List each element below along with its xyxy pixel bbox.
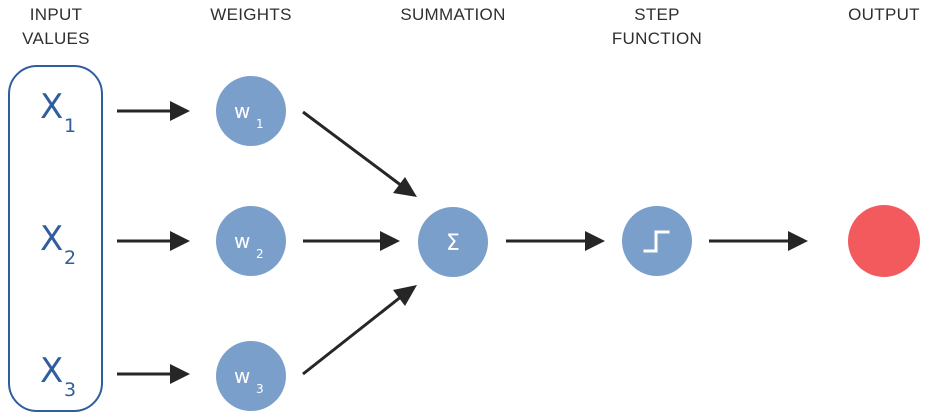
input-x1: X 1 [40, 87, 76, 137]
header-step-line2: FUNCTION [612, 29, 702, 48]
header-input-line2: VALUES [22, 29, 90, 48]
svg-text:X: X [40, 87, 63, 127]
weight-w2-subscript: 2 [256, 247, 264, 261]
output-node [848, 205, 920, 277]
header-output: OUTPUT [848, 5, 920, 24]
header-weights: WEIGHTS [210, 5, 291, 24]
input-x3-subscript: 3 [64, 379, 76, 401]
arrow-x1-w1 [117, 101, 190, 121]
arrow-w1-sum [302, 110, 417, 197]
header-summation: SUMMATION [400, 5, 505, 24]
input-values-box [8, 65, 103, 412]
step-function-node [622, 206, 692, 276]
input-x2-symbol: X [40, 219, 63, 259]
input-x1-symbol: X [40, 87, 63, 127]
weight-w2-symbol: w [234, 229, 250, 253]
arrow-x3-w3 [117, 364, 190, 384]
summation-symbol: Σ [446, 231, 460, 256]
input-x3-symbol: X [40, 351, 63, 391]
svg-text:X: X [40, 219, 63, 259]
input-x3: X 3 [40, 351, 76, 401]
input-x1-subscript: 1 [64, 115, 76, 137]
arrow-w3-sum [302, 285, 417, 376]
arrow-x2-w2 [117, 231, 190, 251]
header-step-line1: STEP [634, 5, 680, 24]
weight-node-w2: w 2 [216, 206, 286, 276]
weight-w1-symbol: w [234, 99, 250, 123]
summation-node: Σ [418, 207, 488, 277]
weight-node-w3: w 3 [216, 341, 286, 411]
input-x2: X 2 [40, 219, 76, 269]
header-input-line1: INPUT [30, 5, 83, 24]
weight-node-w1: w 1 [216, 76, 286, 146]
input-x2-subscript: 2 [64, 247, 76, 269]
weight-w1-subscript: 1 [256, 117, 264, 131]
step-function-icon [643, 230, 670, 253]
svg-text:X: X [40, 351, 63, 391]
arrow-w2-sum [303, 231, 400, 251]
weight-w3-subscript: 3 [256, 382, 264, 396]
weight-w3-symbol: w [234, 364, 250, 388]
arrow-step-output [709, 231, 808, 251]
arrow-sum-step [506, 231, 605, 251]
